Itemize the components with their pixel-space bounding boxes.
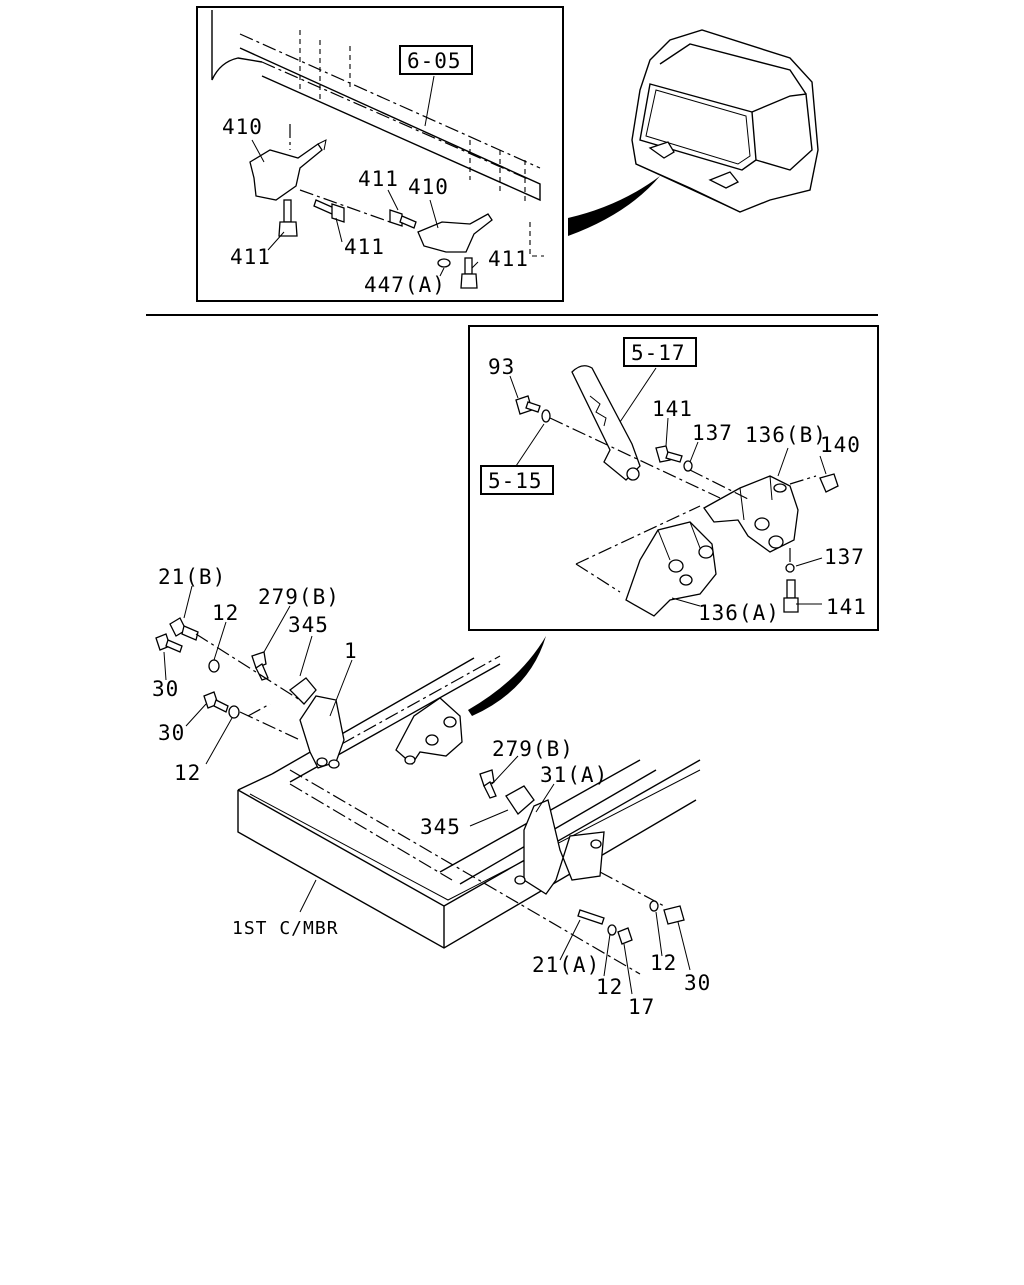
top-inset-border — [196, 6, 564, 302]
washer-12-upper — [208, 659, 220, 673]
callout-410-top-left: 410 — [222, 115, 263, 139]
washer-12-right-low — [607, 924, 617, 936]
bolt-141-top — [655, 445, 683, 463]
top-inset-panel: 6-05 410 411 — [196, 6, 564, 302]
ref-box-6-05[interactable]: 6-05 — [399, 45, 473, 75]
washer-12-right — [649, 900, 659, 912]
callout-140: 140 — [820, 433, 861, 457]
bracket-410-right — [417, 213, 493, 253]
callout-141-top: 141 — [652, 397, 693, 421]
callout-21b: 21(B) — [158, 565, 226, 589]
callout-12-top: 12 — [212, 601, 239, 625]
callout-136b: 136(B) — [745, 423, 827, 447]
arrow-swoosh-top — [568, 176, 660, 236]
bracket-136b — [703, 475, 799, 553]
cross-beam — [239, 47, 541, 202]
callout-31a: 31(A) — [540, 763, 608, 787]
callout-137-top: 137 — [692, 421, 733, 445]
callout-21a: 21(A) — [532, 953, 600, 977]
bolt-30-lower — [203, 691, 229, 713]
bracket-410-left — [249, 143, 323, 201]
washer-447a — [437, 258, 451, 268]
callout-17: 17 — [628, 995, 655, 1019]
bolt-279b-left — [251, 651, 269, 681]
callout-30-lower: 30 — [158, 721, 185, 745]
callout-12-right: 12 — [650, 951, 677, 975]
mount-1-left — [299, 695, 345, 769]
cab-thumbnail — [631, 29, 819, 213]
callout-30-upper: 30 — [152, 677, 179, 701]
bolt-141-lower — [783, 579, 799, 613]
ref-label-5-15: 5-15 — [488, 469, 543, 493]
shift-lever — [571, 365, 641, 481]
callout-411-bottom-left: 411 — [230, 245, 271, 269]
ref-box-5-15[interactable]: 5-15 — [480, 465, 554, 495]
callout-30-right: 30 — [684, 971, 711, 995]
callout-345-left: 345 — [288, 613, 329, 637]
frame-label-1st-cmbr: 1ST C/MBR — [232, 918, 339, 939]
bolt-411-b — [313, 199, 345, 223]
bolt-30-upper — [155, 633, 183, 653]
bolt-21b — [169, 617, 199, 641]
callout-1: 1 — [344, 639, 358, 663]
ref-label-5-17: 5-17 — [631, 341, 686, 365]
arrow-swoosh-lower — [468, 636, 546, 716]
ref-label-6-05: 6-05 — [407, 49, 462, 73]
mount-31a — [523, 799, 605, 895]
frame-assembly: 21(B) 12 279(B) 345 1 30 30 12 279(B) 31… — [152, 565, 711, 1019]
callout-411-lower: 411 — [344, 235, 385, 259]
callout-410-right: 410 — [408, 175, 449, 199]
callout-141-lower: 141 — [826, 595, 867, 619]
washer-137-top — [683, 460, 693, 472]
bolt-411-d — [460, 257, 478, 289]
right-inset-panel: 5-17 5-15 — [468, 325, 879, 631]
callout-411-mid: 411 — [358, 167, 399, 191]
ref-box-5-17[interactable]: 5-17 — [623, 337, 697, 367]
right-inset-border — [468, 325, 879, 631]
callout-345-right: 345 — [420, 815, 461, 839]
bolt-279b-right — [479, 769, 497, 799]
callout-447a: 447(A) — [364, 273, 446, 297]
callout-93: 93 — [488, 355, 515, 379]
bolt-411-a — [278, 199, 298, 237]
callout-136a: 136(A) — [698, 601, 780, 625]
washer-137-lower — [785, 563, 795, 573]
bolt-411-c — [389, 209, 417, 229]
callout-279b-right: 279(B) — [492, 737, 574, 761]
bolt-30-right — [663, 905, 685, 925]
washer-12-lower — [228, 705, 240, 719]
mount-center — [395, 697, 463, 765]
nut-17 — [617, 927, 633, 945]
callout-411-right: 411 — [488, 247, 529, 271]
stud-21a — [577, 909, 605, 925]
callout-137-lower: 137 — [824, 545, 865, 569]
nut-140 — [819, 473, 839, 493]
cab-body-outline — [211, 10, 263, 81]
callout-12-lower: 12 — [174, 761, 201, 785]
callout-12-bottom: 12 — [596, 975, 623, 999]
bolt-93 — [515, 395, 541, 415]
callout-279b-left: 279(B) — [258, 585, 340, 609]
